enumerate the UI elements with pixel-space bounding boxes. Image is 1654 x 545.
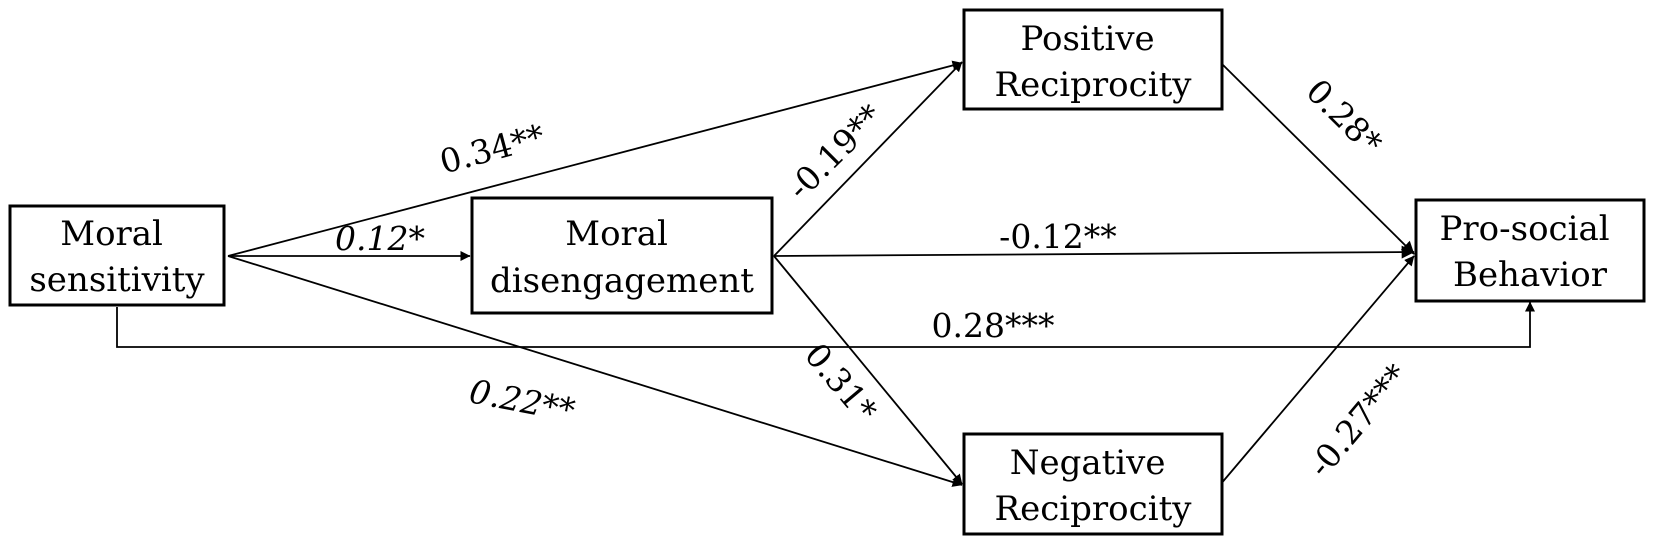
svg-text:Negative Reciprocity: Negative Reciprocity	[995, 443, 1193, 529]
node-positive-reciprocity-line1: Positive	[1021, 19, 1155, 59]
node-moral-sensitivity-line2: sensitivity	[29, 260, 205, 300]
edge-disengagement-to-negative	[773, 255, 963, 485]
node-negative-reciprocity-line2: Reciprocity	[995, 489, 1193, 529]
node-moral-disengagement-line1: Moral	[565, 214, 668, 254]
node-moral-sensitivity: Moral sensitivity	[8, 204, 226, 307]
label-sensitivity-to-disengagement: 0.12*	[335, 219, 425, 258]
node-moral-sensitivity-line1: Moral	[60, 214, 163, 254]
node-positive-reciprocity-line2: Reciprocity	[995, 65, 1193, 105]
label-negative-to-prosocial: -0.27***	[1300, 357, 1416, 485]
node-negative-reciprocity-line1: Negative	[1010, 443, 1166, 483]
edges	[116, 60, 1535, 487]
edge-sensitivity-to-positive	[227, 60, 963, 257]
node-negative-reciprocity: Negative Reciprocity	[962, 432, 1224, 536]
svg-text:Pro-social Behavior: Pro-social Behavior	[1440, 209, 1621, 295]
label-sensitivity-to-negative: 0.22**	[466, 371, 578, 430]
svg-text:Positive Reciprocity: Positive Reciprocity	[995, 19, 1193, 105]
label-positive-to-prosocial: 0.28*	[1299, 71, 1390, 162]
node-prosocial-behavior: Pro-social Behavior	[1414, 198, 1646, 303]
label-disengagement-to-prosocial: -0.12**	[999, 217, 1117, 256]
label-sensitivity-to-positive: 0.34**	[436, 116, 549, 181]
node-prosocial-behavior-line1: Pro-social	[1440, 209, 1610, 249]
node-moral-disengagement-line2: disengagement	[490, 261, 754, 301]
edge-sensitivity-to-negative	[227, 255, 963, 487]
svg-text:Moral disengagement: Moral disengagement	[490, 214, 754, 301]
edge-negative-to-prosocial	[1219, 255, 1415, 486]
edge-disengagement-to-positive	[773, 61, 963, 257]
label-disengagement-to-positive: -0.19**	[779, 96, 890, 207]
node-positive-reciprocity: Positive Reciprocity	[962, 8, 1224, 111]
label-disengagement-to-negative: 0.31*	[797, 336, 885, 430]
node-prosocial-behavior-line2: Behavior	[1453, 255, 1608, 295]
edge-positive-to-prosocial	[1219, 61, 1415, 255]
node-moral-disengagement: Moral disengagement	[470, 196, 774, 315]
edge-disengagement-to-prosocial	[773, 245, 1415, 259]
label-sensitivity-to-prosocial: 0.28***	[932, 306, 1055, 345]
svg-text:Moral sensitivity: Moral sensitivity	[29, 214, 205, 300]
edge-sensitivity-to-prosocial	[116, 301, 1535, 348]
